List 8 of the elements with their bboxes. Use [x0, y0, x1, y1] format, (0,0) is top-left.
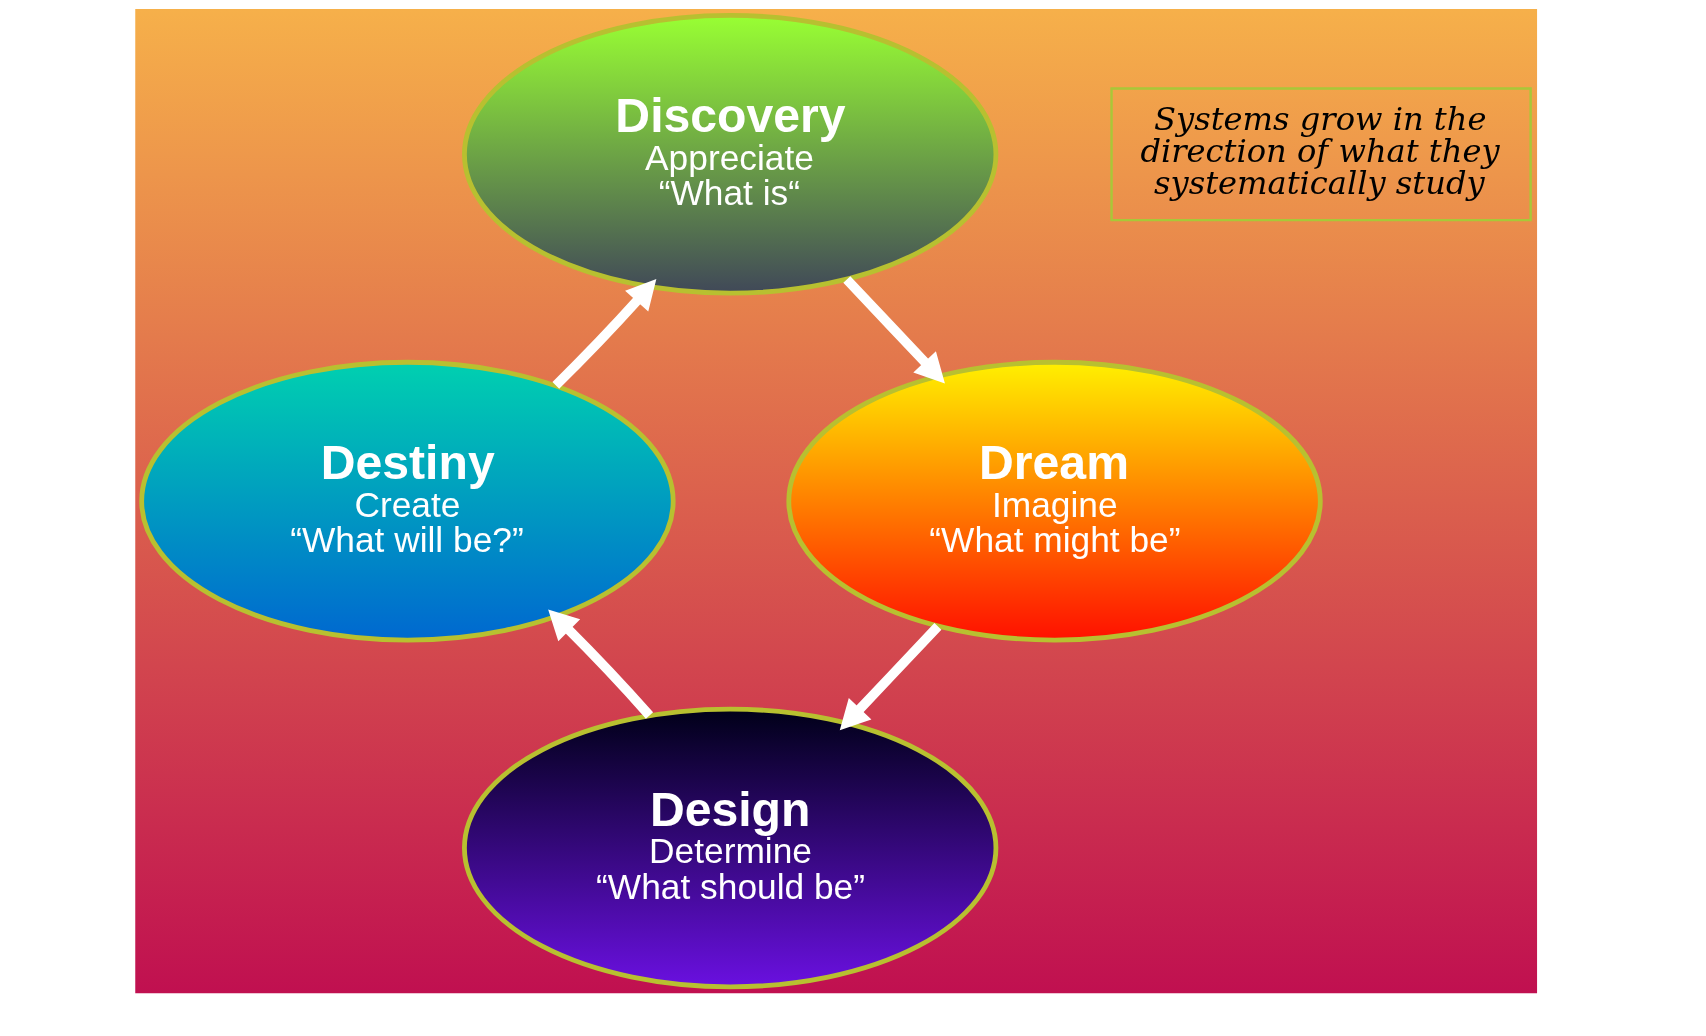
arrow	[547, 608, 653, 719]
node-ellipse: Dream Imagine “What might be”	[785, 359, 1323, 642]
arrow	[842, 275, 945, 383]
arrow	[551, 278, 656, 389]
node-ellipse: Discovery Appreciate “What is“	[461, 12, 998, 296]
node-box: Systems grow in the direction of what they systematically study	[1109, 86, 1532, 221]
node-ellipse: Design Determine “What should be”	[461, 706, 998, 989]
arrow	[839, 622, 941, 730]
